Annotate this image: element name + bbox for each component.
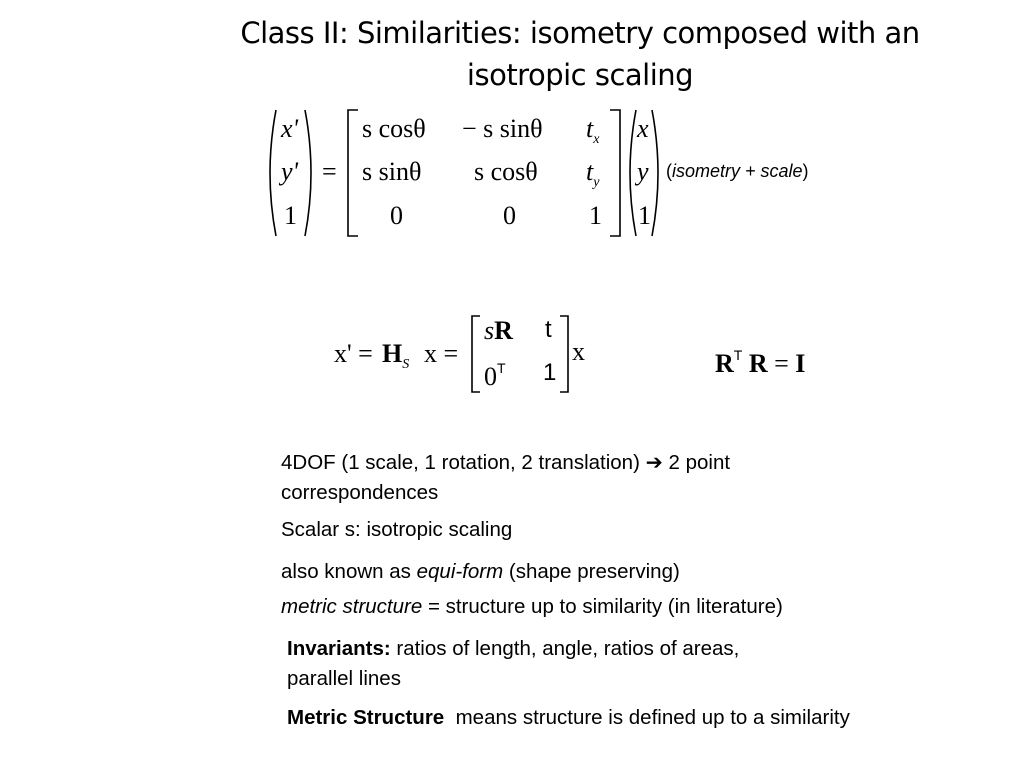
block-zeroT: 0T <box>484 361 506 390</box>
matrix-bracket-right <box>610 109 621 237</box>
m21: s sinθ <box>362 157 422 186</box>
metric-italic: metric structure <box>281 595 423 618</box>
orthogonality-equation: RT R = I <box>715 348 805 377</box>
eq3-I: I <box>795 349 806 378</box>
m11: s cosθ <box>362 114 426 143</box>
rhs-parenthesis-right <box>651 109 659 237</box>
block-T: T <box>497 360 506 376</box>
matrix-bracket-left <box>347 109 358 237</box>
aka-post: (shape preserving) <box>503 560 680 583</box>
m23-t: t <box>586 157 594 186</box>
lhs-y-prime: y' <box>281 157 299 186</box>
aka-pre: also known as <box>281 560 417 583</box>
m32: 0 <box>503 201 516 230</box>
m13-t: t <box>586 114 594 143</box>
title-line-2: isotropic scaling <box>466 58 694 92</box>
isometry-scale-note: (isometry + scale) <box>666 156 809 186</box>
metric-structure-definition: Metric Structure means structure is defi… <box>287 703 850 733</box>
dof-part-a: 4DOF (1 scale, 1 rotation, 2 translation… <box>281 451 640 474</box>
invariants-text: Invariants: ratios of length, angle, rat… <box>287 634 887 694</box>
aka-text: also known as equi-form (shape preservin… <box>281 557 680 587</box>
block-bracket-left <box>471 315 480 393</box>
note-close: ) <box>802 161 809 181</box>
m13: tx <box>586 116 599 147</box>
metric-structure-label: Metric Structure <box>287 706 445 729</box>
m33: 1 <box>589 201 602 230</box>
dof-part-c: correspondences <box>281 481 439 504</box>
rhs-x: x <box>637 114 649 143</box>
metric-structure-text: metric structure = structure up to simil… <box>281 592 783 622</box>
block-R: R <box>494 316 513 345</box>
eq2-x: x <box>572 337 585 366</box>
lhs-parenthesis-left <box>269 109 277 237</box>
invariants-list-cont: parallel lines <box>287 667 401 690</box>
eq3-T: T <box>733 347 743 363</box>
eq3-R1: R <box>715 349 734 378</box>
eq3-R2: R <box>748 349 768 378</box>
block-one: 1 <box>543 359 557 386</box>
invariants-list: ratios of length, angle, ratios of areas… <box>390 637 740 660</box>
block-sR: sR <box>484 318 513 344</box>
metric-post: = structure up to similarity (in literat… <box>422 595 783 618</box>
note-text: isometry + scale <box>672 161 803 181</box>
m13-sub: x <box>593 132 600 147</box>
dof-part-b: 2 point <box>668 451 731 474</box>
invariants-label: Invariants: <box>287 637 391 660</box>
block-t: t <box>545 316 552 343</box>
rhs-y: y <box>637 157 649 186</box>
block-bracket-right <box>560 315 569 393</box>
metric-structure-desc: means structure is defined up to a simil… <box>444 706 850 729</box>
slide-title: Class II: Similarities: isometry compose… <box>160 12 1000 96</box>
lhs-parenthesis-right <box>304 109 312 237</box>
m22: s cosθ <box>474 157 538 186</box>
lhs-one: 1 <box>284 201 297 230</box>
block-zero: 0 <box>484 362 497 391</box>
dof-text: 4DOF (1 scale, 1 rotation, 2 translation… <box>281 448 881 508</box>
rhs-one: 1 <box>638 201 651 230</box>
rhs-parenthesis-left <box>629 109 637 237</box>
eq3-eq: = <box>774 349 789 378</box>
eq2-H-letter: H <box>382 339 403 368</box>
m23: ty <box>586 159 599 190</box>
m31: 0 <box>390 201 403 230</box>
title-line-1: Class II: Similarities: isometry compose… <box>240 16 920 50</box>
lhs-x-prime: x' <box>281 114 299 143</box>
block-s: s <box>484 316 495 345</box>
eq2-mid: x = <box>424 339 459 368</box>
arrow-right-icon: ➔ <box>645 451 663 474</box>
m23-sub: y <box>593 175 600 190</box>
m12: − s sinθ <box>462 114 543 143</box>
scalar-text: Scalar s: isotropic scaling <box>281 518 513 541</box>
eq2-H: HS <box>382 341 409 372</box>
note-open: ( <box>666 161 672 181</box>
eq2-H-sub: S <box>402 357 410 372</box>
aka-italic: equi-form <box>416 560 504 583</box>
eq2-lhs: x' = <box>334 339 373 368</box>
equals-sign: = <box>322 157 337 186</box>
